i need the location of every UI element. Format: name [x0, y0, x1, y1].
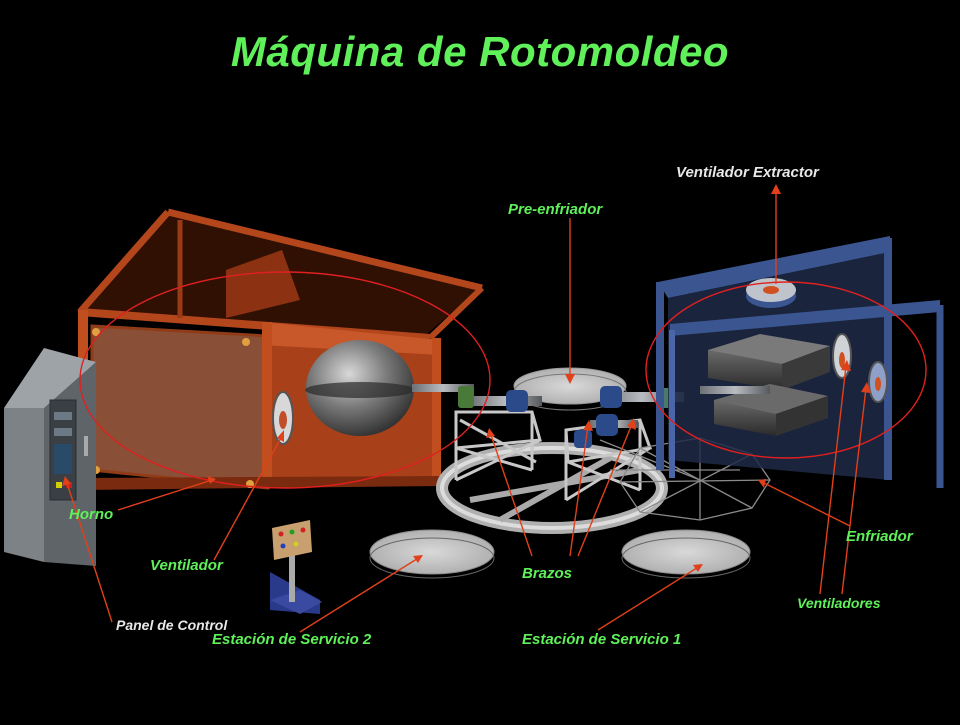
oven-highlight-ellipse [79, 271, 491, 489]
label-estacion-servicio-1: Estación de Servicio 1 [522, 631, 682, 648]
callout-arrows [62, 184, 871, 633]
label-brazos: Brazos [522, 565, 573, 582]
page-title: Máquina de Rotomoldeo [230, 28, 730, 75]
control-panel-cabinet [4, 348, 96, 566]
operator-pedestal [270, 520, 322, 614]
label-ventilador-extractor: Ventilador Extractor [676, 164, 819, 181]
label-enfriador: Enfriador [846, 528, 913, 545]
label-ventiladores: Ventiladores [797, 595, 881, 611]
cooler [656, 236, 944, 488]
label-panel-control: Panel de Control [116, 617, 228, 633]
central-base [436, 442, 668, 534]
service-station-1-disc [621, 529, 751, 579]
oven [77, 208, 485, 490]
cooler-highlight-ellipse [645, 281, 927, 459]
label-estacion-servicio-2: Estación de Servicio 2 [212, 631, 372, 648]
label-ventilador: Ventilador [150, 557, 223, 574]
label-horno: Horno [69, 506, 114, 523]
label-pre-enfriador: Pre-enfriador [508, 201, 603, 218]
service-station-2-disc [369, 529, 495, 579]
